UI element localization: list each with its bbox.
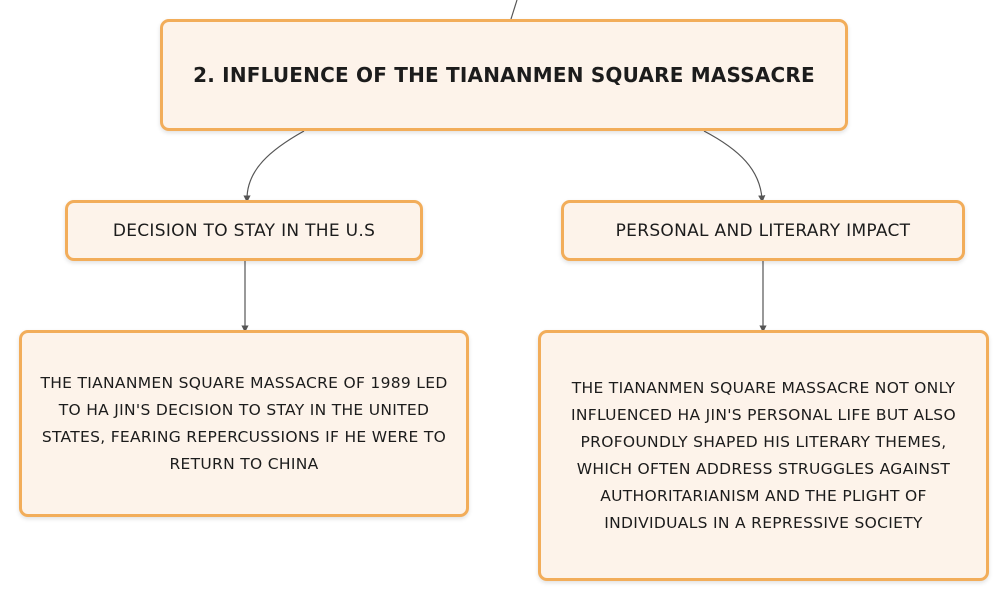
branch-title: PERSONAL AND LITERARY IMPACT [615, 220, 911, 241]
connector-main-to-right-branch [703, 130, 766, 203]
branch-node-personal-literary-impact[interactable]: PERSONAL AND LITERARY IMPACT [561, 200, 965, 261]
connector-parent-to-main [510, 0, 518, 20]
detail-node-decision-to-stay[interactable]: THE TIANANMEN SQUARE MASSACRE OF 1989 LE… [19, 330, 469, 517]
branch-title: DECISION TO STAY IN THE U.S [112, 220, 376, 241]
main-topic-node[interactable]: 2. INFLUENCE OF THE TIANANMEN SQUARE MAS… [160, 19, 848, 131]
connector-main-to-left-branch [243, 130, 305, 203]
detail-text: THE TIANANMEN SQUARE MASSACRE OF 1989 LE… [40, 373, 448, 473]
detail-node-personal-literary-impact[interactable]: THE TIANANMEN SQUARE MASSACRE NOT ONLY I… [538, 330, 989, 581]
detail-text: THE TIANANMEN SQUARE MASSACRE NOT ONLY I… [571, 378, 956, 532]
branch-node-decision-to-stay[interactable]: DECISION TO STAY IN THE U.S [65, 200, 423, 261]
main-topic-title: 2. INFLUENCE OF THE TIANANMEN SQUARE MAS… [193, 63, 815, 87]
